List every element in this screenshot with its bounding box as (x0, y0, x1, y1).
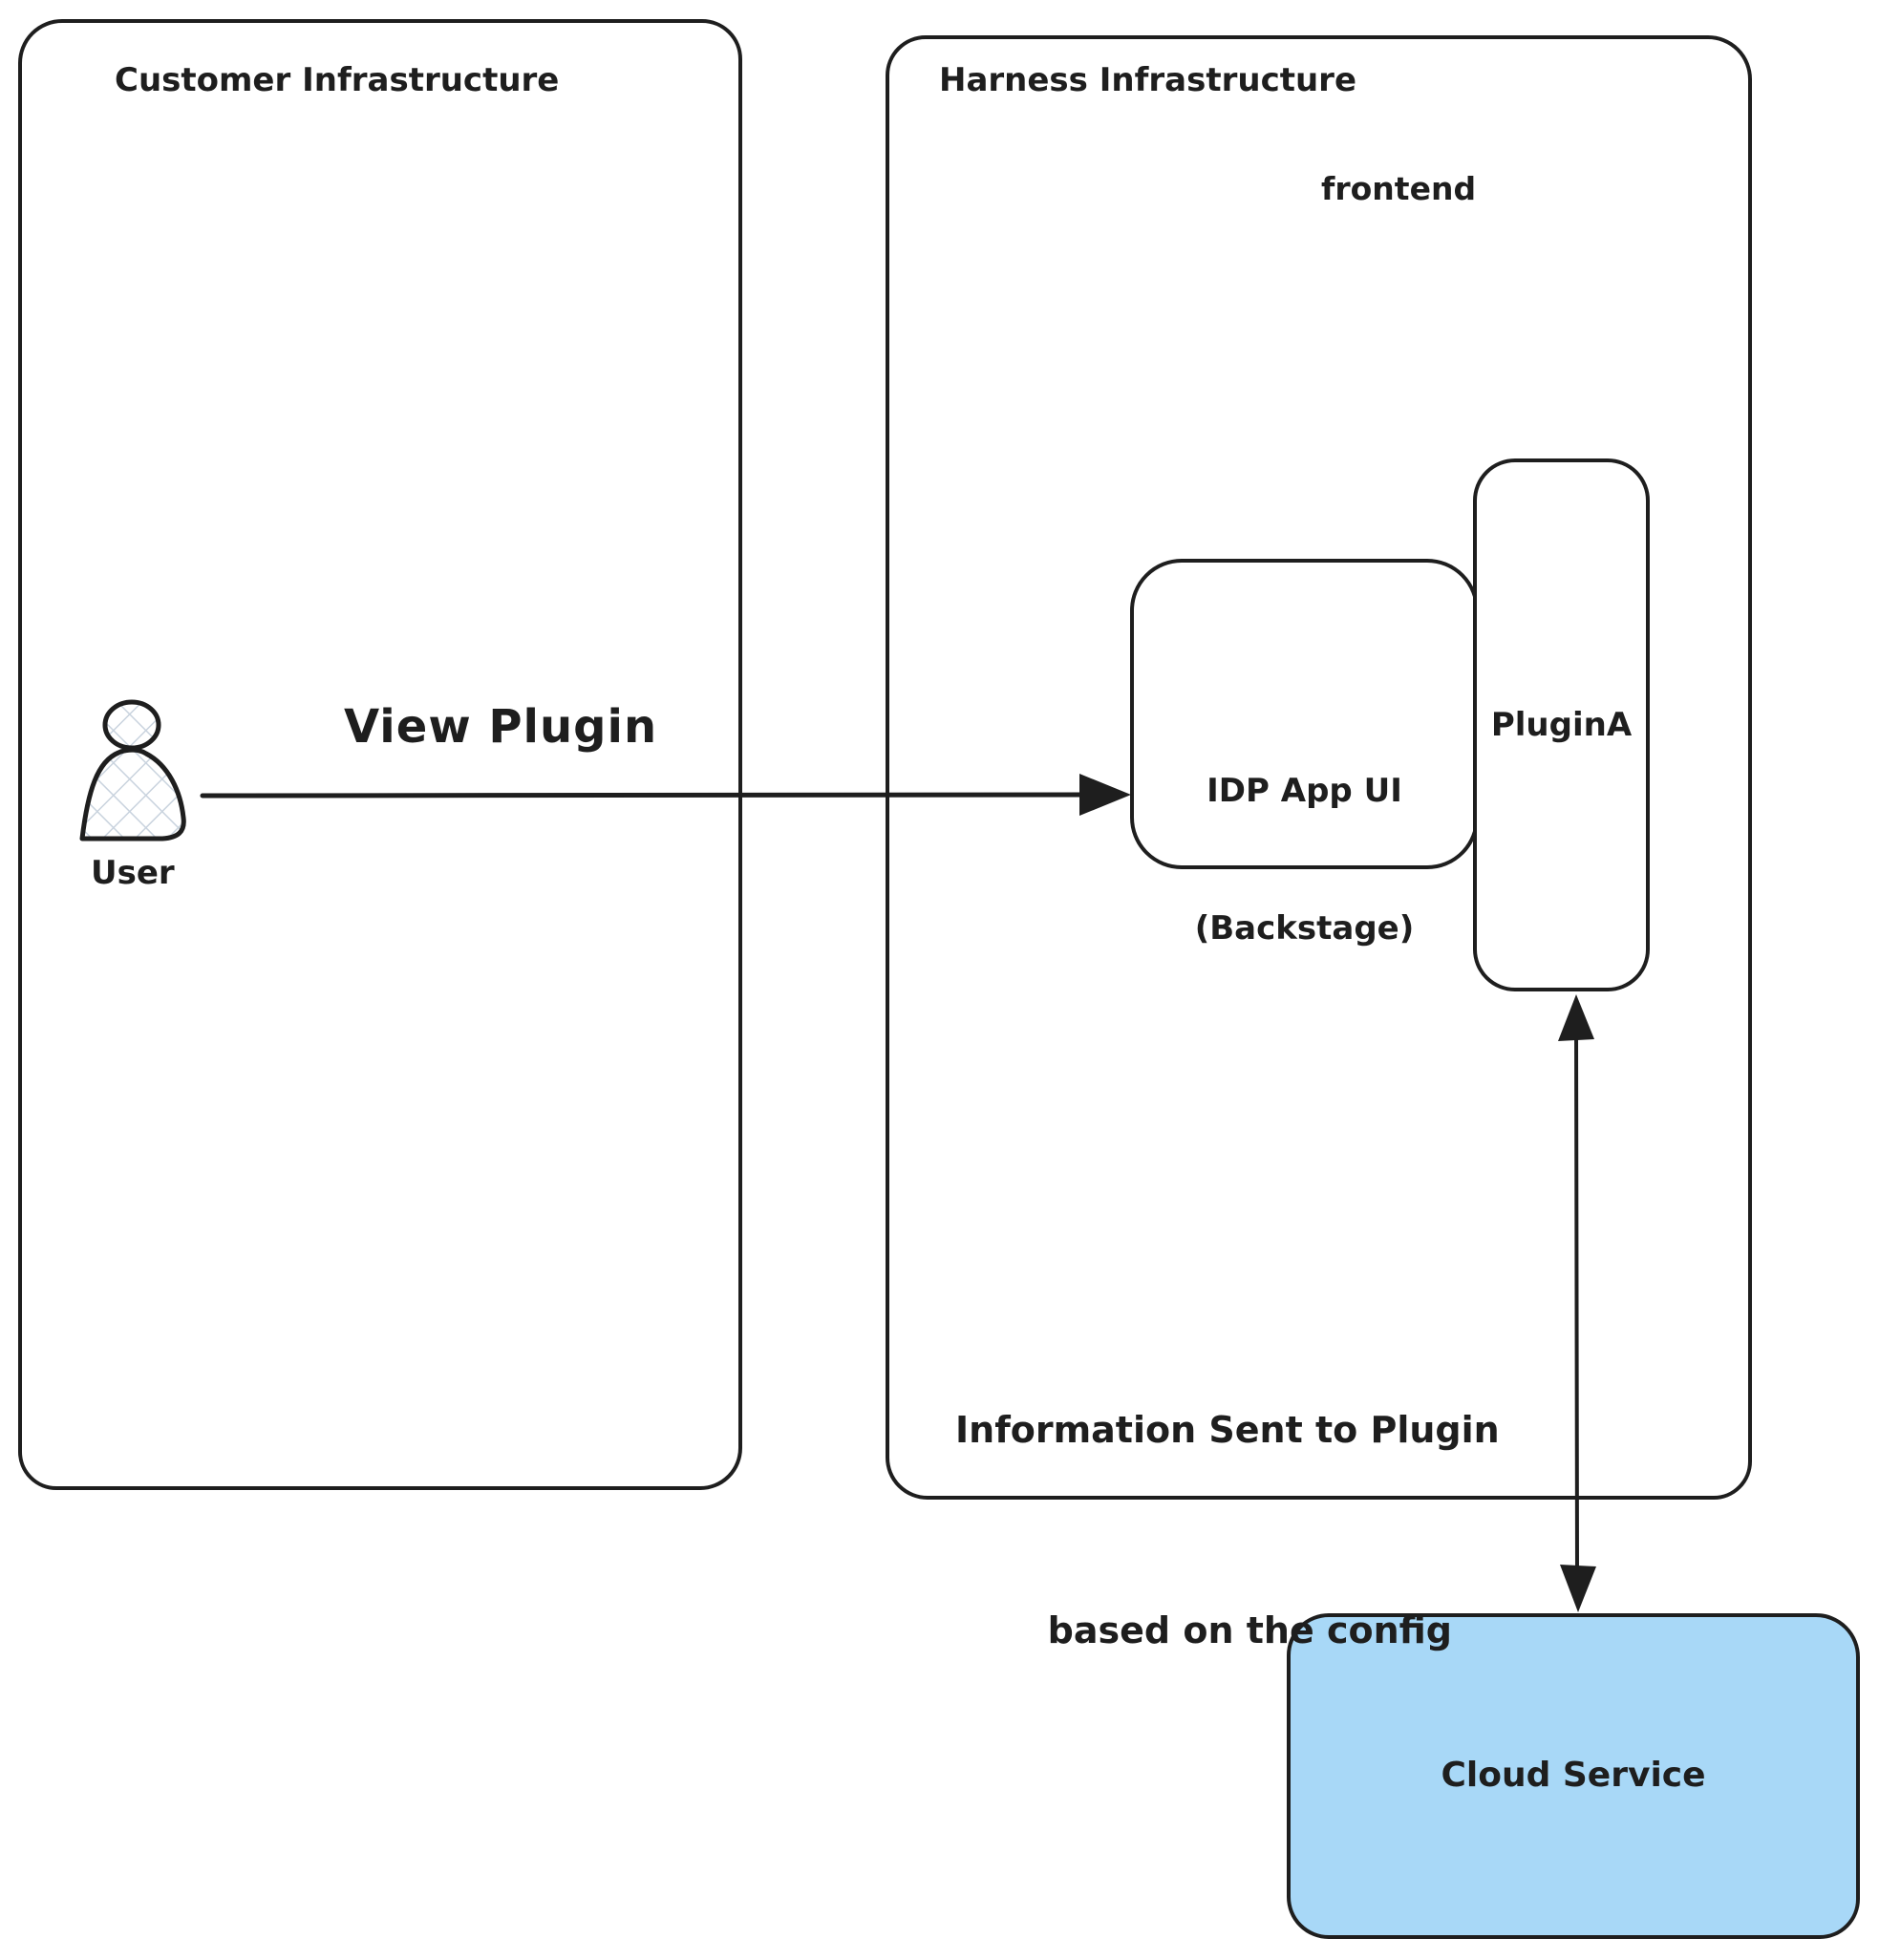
info-sent-arrow-label-line2: based on the config (1047, 1609, 1452, 1651)
plugin-a-node (1473, 458, 1650, 991)
plugin-a-label: PluginA (1490, 706, 1633, 744)
cloud-service-label: Cloud Service (1441, 1756, 1706, 1795)
frontend-label: frontend (1321, 170, 1477, 207)
idp-app-ui-label-line2: (Backstage) (1194, 909, 1415, 948)
cloud-service-node (1287, 1613, 1860, 1939)
idp-app-ui-label: IDP App UI (Backstage) (1130, 676, 1479, 1043)
harness-infrastructure-title: Harness Infrastructure (939, 61, 1357, 99)
user-label: User (91, 854, 175, 892)
info-sent-arrow-label: Information Sent to Plugin based on the … (955, 1263, 1500, 1798)
customer-infrastructure-box (18, 19, 742, 1490)
view-plugin-arrow-label: View Plugin (344, 700, 658, 754)
info-sent-arrow-label-line1: Information Sent to Plugin (955, 1409, 1500, 1451)
idp-app-ui-label-line1: IDP App UI (1206, 772, 1402, 810)
customer-infrastructure-title: Customer Infrastructure (115, 61, 560, 99)
idp-app-ui-node (1130, 559, 1479, 869)
